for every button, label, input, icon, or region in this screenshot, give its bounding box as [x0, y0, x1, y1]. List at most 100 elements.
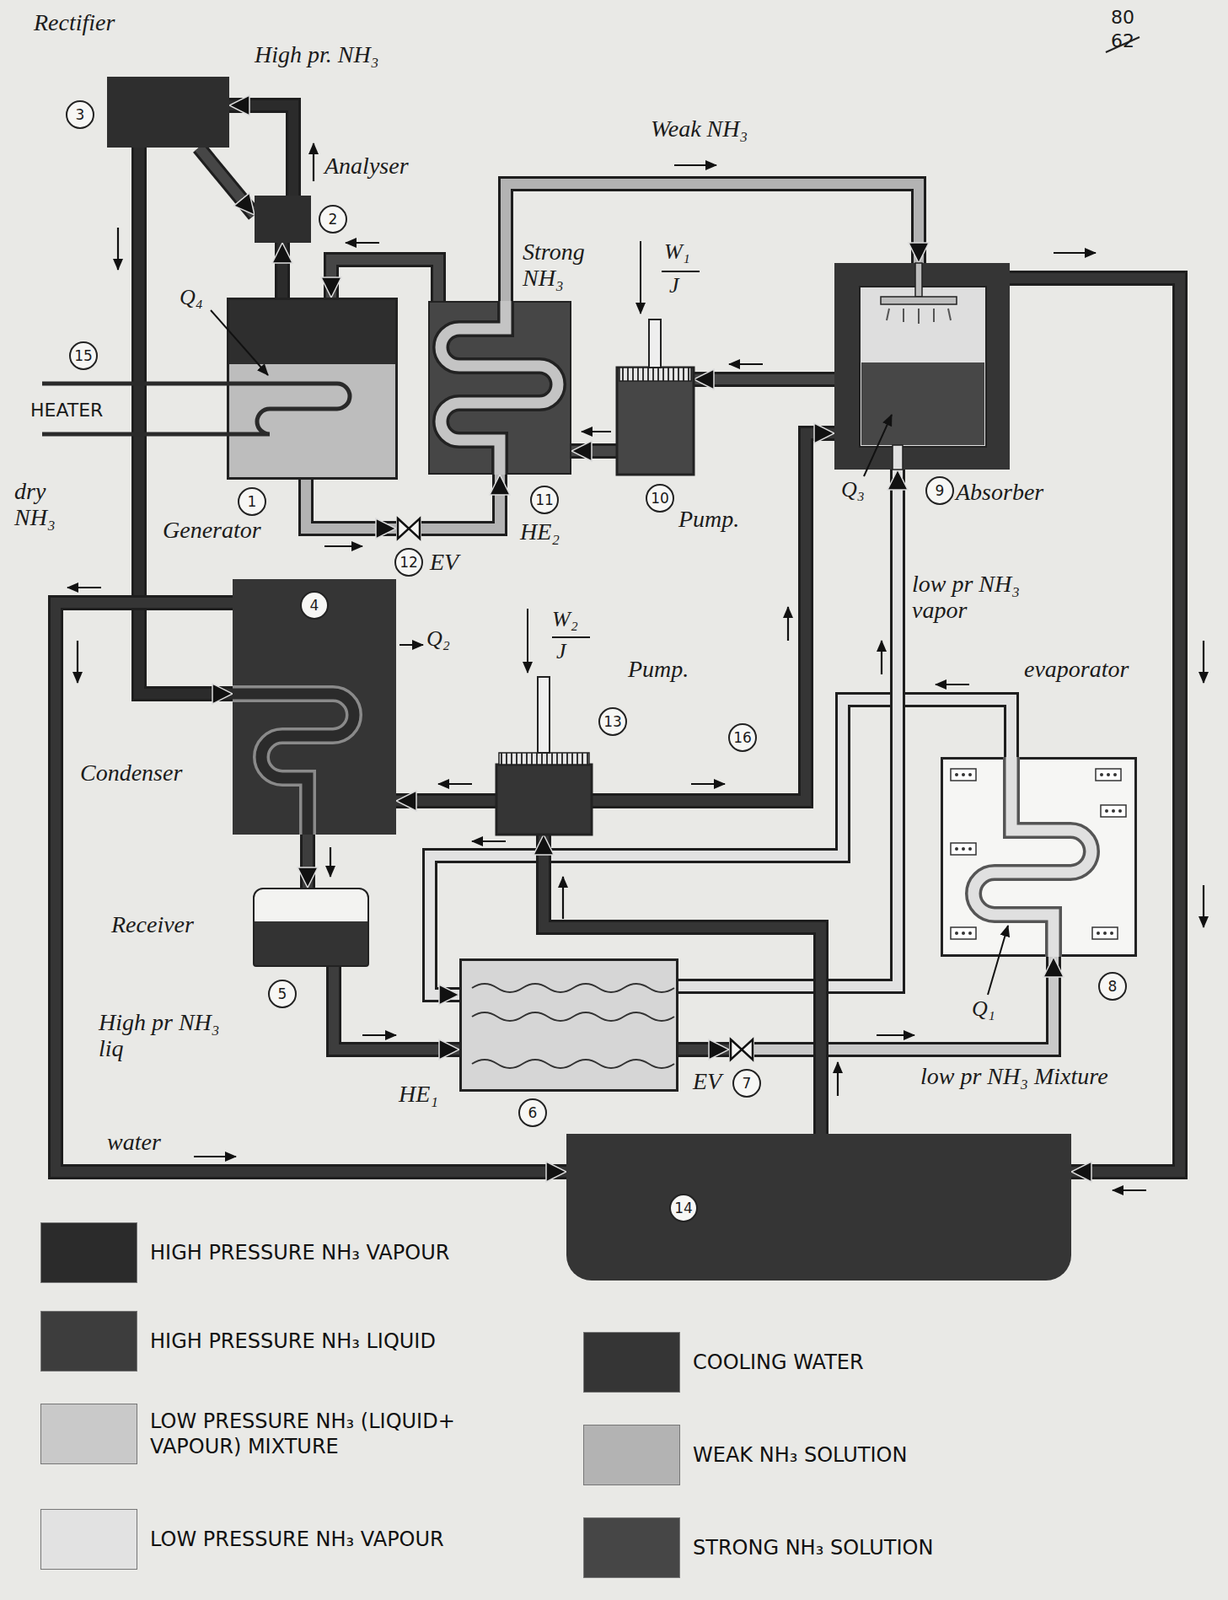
plant-component: Rectifier3	[107, 76, 230, 148]
legend-swatch	[583, 1331, 681, 1393]
pipe-connector	[591, 433, 835, 801]
legend-swatch	[40, 1508, 138, 1570]
plant-component: Receiver5	[252, 887, 370, 967]
pipe-fill	[139, 147, 233, 694]
pipe-fill	[229, 105, 294, 196]
pipe-outline	[198, 147, 255, 215]
pipe-fill	[396, 795, 497, 806]
pipe-label: low pr NH₃ Mixture	[918, 1063, 1125, 1090]
pipe-fill	[571, 445, 617, 456]
pipe-connector	[678, 469, 898, 987]
pipe-connector	[571, 450, 617, 452]
pipe-connector	[198, 147, 255, 215]
plant-component: Analyser2	[254, 195, 312, 243]
pipe-label: High pr. NH₃	[252, 42, 381, 69]
callout-number: 15	[69, 341, 98, 371]
pipe-outline	[1009, 278, 1180, 1172]
pipe-outline	[591, 433, 835, 801]
component-label: J	[669, 273, 680, 299]
callout-number: 1	[237, 487, 267, 516]
pipe-outline	[331, 259, 439, 301]
callout-number: 14	[669, 1193, 698, 1223]
legend-swatch	[583, 1517, 681, 1578]
callout-number: 2	[318, 204, 348, 234]
component-label: Pump.	[627, 656, 689, 683]
callout-number: 10	[645, 483, 675, 513]
component-label: J	[556, 639, 567, 665]
component-label: Receiver	[111, 911, 194, 939]
plant-component: HE₁6	[459, 958, 679, 1092]
callout-number: 5	[268, 979, 297, 1009]
callout-number: 4	[300, 590, 329, 620]
pipe-label: Weak NH₃	[648, 116, 750, 143]
pipe-fill	[591, 433, 835, 801]
component-label: Strong NH₃	[522, 239, 612, 292]
pipe-fill	[277, 242, 288, 298]
pipe-connector	[331, 259, 439, 301]
component-label: HE₁	[398, 1081, 439, 1108]
legend-text: STRONG NH₃ SOLUTION	[692, 1534, 934, 1561]
legend-text: HIGH PRESSURE NH₃ VAPOUR	[150, 1239, 450, 1266]
pipe-outline	[300, 834, 316, 888]
pipe-connector	[229, 105, 294, 196]
note-label: 80	[1110, 6, 1135, 28]
pipe-connector	[678, 1049, 730, 1051]
pipe-label: water	[105, 1129, 163, 1156]
pipe-outline	[396, 793, 497, 809]
component-label: Condenser	[80, 760, 183, 787]
legend-swatch	[583, 1424, 681, 1486]
component-label: W₁	[664, 240, 691, 265]
legend-swatch	[40, 1403, 138, 1464]
pipe-fill	[333, 966, 460, 1050]
plant-component: Q₄1Generator	[226, 297, 398, 480]
pipe-fill	[198, 147, 255, 215]
pipe-connector	[282, 242, 284, 298]
pipe-outline	[571, 443, 617, 459]
callout-number: 3	[65, 100, 95, 129]
legend-swatch	[40, 1222, 138, 1283]
pipe-connector	[307, 834, 309, 888]
component-label: Pump.	[678, 506, 740, 533]
callout-number: 6	[518, 1098, 547, 1127]
component-label: EV	[692, 1068, 722, 1095]
pipe-fill	[331, 259, 439, 301]
component-label: Absorber	[955, 479, 1044, 506]
legend-text: HIGH PRESSURE NH₃ LIQUID	[150, 1328, 436, 1354]
component-label: EV	[429, 549, 459, 576]
callout-number: 7	[732, 1068, 762, 1098]
pipe-fill	[678, 469, 898, 987]
callout-number: 9	[925, 476, 955, 505]
legend-text: COOLING WATER	[692, 1349, 864, 1375]
pipe-fill	[421, 474, 500, 529]
note-label: HEATER	[30, 399, 103, 421]
component-label: Q₁	[971, 997, 996, 1022]
pipe-outline	[305, 479, 397, 529]
callout-number: 11	[530, 485, 559, 515]
pipe-outline	[421, 474, 500, 529]
pipe-fill	[1009, 278, 1180, 1172]
legend-swatch	[40, 1310, 138, 1372]
pipe-label: low pr NH₃ vapor	[910, 571, 1062, 624]
pipe-connector	[421, 474, 500, 529]
legend-text: LOW PRESSURE NH₃ VAPOUR	[150, 1526, 445, 1552]
pipe-label: dry NH₃	[12, 478, 88, 531]
callout-number: 12	[394, 547, 424, 577]
pipe-connector	[396, 800, 497, 802]
legend-text: LOW PRESSURE NH₃ (LIQUID+ VAPOUR) MIXTUR…	[150, 1408, 547, 1459]
pipe-fill	[693, 374, 835, 385]
pipe-outline	[333, 966, 460, 1050]
component-label: Rectifier	[33, 10, 115, 37]
legend-text: WEAK NH₃ SOLUTION	[692, 1442, 907, 1468]
pipe-connector	[1009, 278, 1180, 1172]
pipe-outline	[678, 469, 898, 987]
pipe-connector	[139, 147, 233, 694]
callout-number: 16	[728, 723, 757, 752]
pipe-outline	[229, 105, 294, 196]
pipe-connector	[333, 966, 460, 1050]
component-label: Generator	[162, 517, 262, 544]
pipe-fill	[302, 834, 313, 888]
callout-number: 8	[1098, 971, 1127, 1001]
component-label: Q₄	[179, 285, 204, 311]
